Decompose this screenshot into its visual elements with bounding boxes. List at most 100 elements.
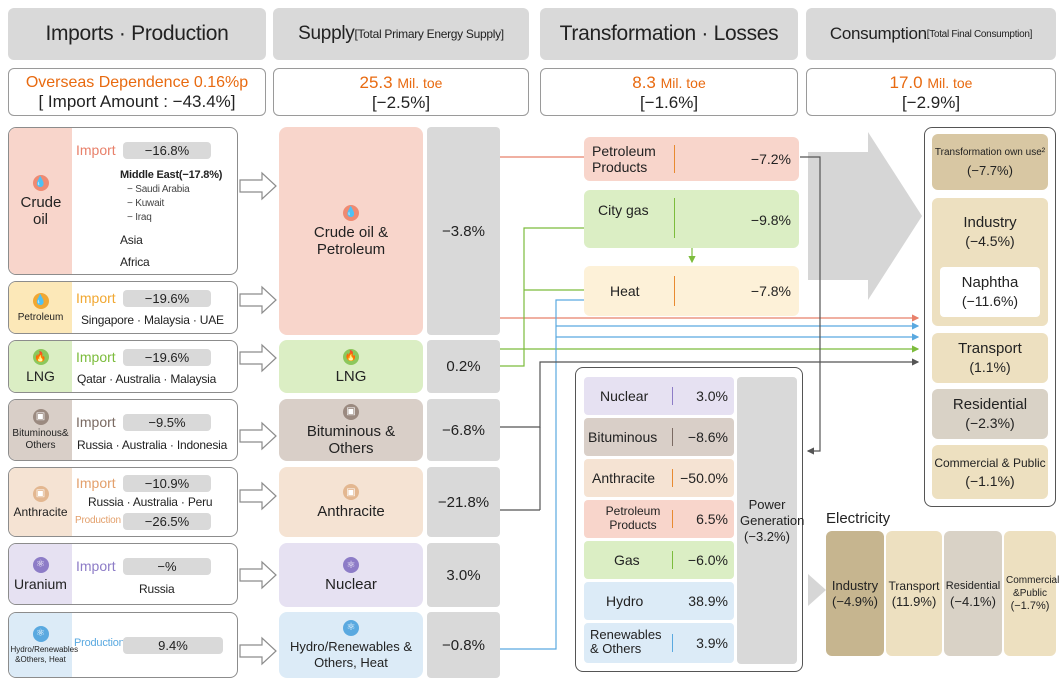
consumption-transport-name: Transport — [958, 340, 1022, 357]
header-supply: Supply[Total Primary Energy Supply] — [273, 8, 529, 60]
power-item-petroleum: Petroleum Products 6.5% — [584, 500, 734, 538]
consumption-naphtha-name: Naphtha — [961, 274, 1019, 291]
power-item-bituminous-change: −8.6% — [687, 429, 728, 445]
oil-drop-icon: 💧 — [32, 174, 49, 191]
power-item-nuclear: Nuclear 3.0% — [584, 377, 734, 415]
consumption-naphtha: Naphtha (−11.6%) — [940, 267, 1040, 317]
power-item-renewables-change: 3.9% — [696, 635, 728, 651]
source-bituminous-value: −9.5% — [123, 414, 211, 431]
source-anthracite-countries: Russia · Australia · Peru — [88, 495, 213, 509]
supply-crude-oil-change: −3.8% — [442, 222, 485, 240]
electricity-commercial: Commercial &Public (−1.7%) — [1004, 531, 1059, 656]
source-petroleum: 💧 Petroleum Import −19.6% Singapore · Ma… — [8, 281, 238, 334]
electricity-transport-change: (11.9%) — [891, 593, 937, 609]
electricity-transport-name: Transport — [888, 578, 940, 593]
consumption-own-use-name: Transformation own use² — [934, 147, 1046, 158]
supply-coal-icon: ▣ — [343, 403, 359, 420]
summary-consumption: 17.0 Mil. toe [−2.9%] — [806, 68, 1056, 116]
power-item-renewables: Renewables & Others 3.9% — [584, 623, 734, 663]
transform-city-gas-change: −9.8% — [750, 212, 791, 228]
supply-nuclear-change-box: 3.0% — [427, 543, 500, 607]
supply-lng-name: LNG — [335, 367, 367, 385]
consumption-transport: Transport (1.1%) — [932, 333, 1048, 383]
source-bituminous: ▣ Bituminous& Others Import −9.5% Russia… — [8, 399, 238, 461]
transform-petroleum-products: Petroleum Products −7.2% — [584, 137, 799, 181]
power-item-petroleum-change: 6.5% — [696, 511, 728, 527]
electricity-industry: Industry (−4.9%) — [826, 531, 884, 656]
supply-lng: 🔥 LNG — [279, 340, 423, 393]
source-lng: 🔥 LNG Import −19.6% Qatar · Australia · … — [8, 340, 238, 393]
petroleum-drop-icon: 💧 — [32, 292, 49, 309]
consumption-transport-change: (1.1%) — [969, 359, 1011, 375]
power-item-anthracite: Anthracite −50.0% — [584, 459, 734, 497]
supply-lng-change: 0.2% — [446, 358, 481, 375]
supply-crude-oil: 💧 Crude oil & Petroleum — [279, 127, 423, 335]
power-item-gas: Gas −6.0% — [584, 541, 734, 579]
source-hydro: ⚛ Hydro/Renewables &Others, Heat Product… — [8, 612, 238, 678]
transform-petroleum-products-change: −7.2% — [750, 151, 791, 167]
power-item-bituminous: Bituminous −8.6% — [584, 418, 734, 456]
overseas-dependence: Overseas Dependence 0.16%p — [25, 74, 249, 91]
supply-atom-icon: ⚛ — [343, 557, 359, 573]
electricity-industry-change: (−4.9%) — [832, 593, 878, 609]
power-item-hydro: Hydro 38.9% — [584, 582, 734, 620]
electricity-transport: Transport (11.9%) — [886, 531, 942, 656]
supply-lng-flame-icon: 🔥 — [343, 348, 359, 365]
summary-imports: Overseas Dependence 0.16%p [ Import Amou… — [8, 68, 266, 116]
electricity-residential: Residential (−4.1%) — [944, 531, 1002, 656]
source-bituminous-name: Bituminous& Others — [12, 427, 69, 451]
anthracite-icon: ▣ — [32, 485, 49, 502]
source-uranium-name: Uranium — [14, 575, 67, 592]
crude-oil-detail-middle-east: Middle East(−17.8%) — [120, 169, 223, 181]
header-supply-label: Supply — [298, 23, 355, 44]
supply-bituminous-change: −6.8% — [442, 421, 485, 439]
source-hydro-name: Hydro/Renewables &Others, Heat — [10, 644, 79, 664]
consumption-value: 17.0 — [889, 73, 923, 92]
consumption-naphtha-change: (−11.6%) — [961, 293, 1019, 309]
electricity-residential-name: Residential — [945, 579, 1001, 592]
supply-anthracite-name: Anthracite — [317, 503, 385, 520]
supply-hydro: ⚛ Hydro/Renewables & Others, Heat — [279, 612, 423, 678]
supply-anthracite: ▣ Anthracite — [279, 467, 423, 537]
supply-unit: Mil. toe — [397, 75, 443, 91]
power-item-nuclear-name: Nuclear — [600, 388, 649, 404]
summary-transformation: 8.3 Mil. toe [−1.6%] — [540, 68, 798, 116]
power-generation-label: Power Generation — [740, 496, 805, 528]
transform-heat-name: Heat — [610, 283, 640, 299]
atom-icon: ⚛ — [32, 556, 49, 573]
power-item-anthracite-change: −50.0% — [680, 470, 728, 486]
power-generation-change: (−3.2%) — [744, 528, 790, 544]
supply-hydro-change-box: −0.8% — [427, 612, 500, 678]
source-anthracite-value: −10.9% — [123, 475, 211, 492]
source-lng-kind: Import — [76, 349, 116, 365]
source-petroleum-kind: Import — [76, 290, 116, 306]
supply-bituminous: ▣ Bituminous & Others — [279, 399, 423, 461]
header-imports: Imports · Production — [8, 8, 266, 60]
consumption-own-use: Transformation own use² (−7.7%) — [932, 134, 1048, 190]
source-anthracite-kind2: Production — [75, 515, 121, 526]
consumption-residential: Residential (−2.3%) — [932, 389, 1048, 439]
transformation-value: 8.3 — [632, 73, 656, 92]
power-item-nuclear-change: 3.0% — [696, 388, 728, 404]
supply-nuclear-change: 3.0% — [446, 566, 481, 584]
supply-bituminous-change-box: −6.8% — [427, 399, 500, 461]
power-item-renewables-name: Renewables & Others — [590, 627, 662, 656]
electricity-title: Electricity — [826, 510, 891, 527]
source-crude-oil: 💧 Crude oil Import −16.8% Middle East(−1… — [8, 127, 238, 275]
lng-flame-icon: 🔥 — [32, 349, 49, 365]
header-consumption: Consumption[Total Final Consumption] — [806, 8, 1056, 60]
supply-nuclear-name: Nuclear — [325, 576, 377, 593]
consumption-commercial-change: (−1.1%) — [965, 473, 1015, 489]
source-uranium: ⚛ Uranium Import −% Russia — [8, 543, 238, 605]
power-item-anthracite-name: Anthracite — [592, 470, 656, 486]
crude-oil-detail-africa: Africa — [120, 255, 150, 269]
supply-bituminous-name: Bituminous & Others — [306, 422, 396, 457]
source-hydro-value: 9.4% — [123, 637, 223, 654]
power-item-hydro-change: 38.9% — [688, 593, 728, 609]
source-uranium-kind: Import — [76, 558, 116, 574]
consumption-residential-name: Residential — [952, 396, 1028, 413]
source-lng-name: LNG — [26, 368, 55, 384]
power-item-gas-change: −6.0% — [687, 552, 728, 568]
supply-hydro-change: −0.8% — [442, 636, 485, 654]
power-item-hydro-name: Hydro — [606, 593, 644, 609]
